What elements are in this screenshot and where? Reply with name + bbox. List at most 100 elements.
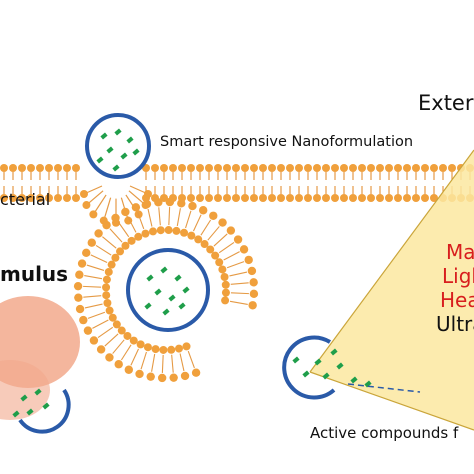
lipid-head xyxy=(249,278,258,287)
lipid-head xyxy=(121,241,130,250)
lipid-head xyxy=(160,164,168,172)
lipid-head xyxy=(196,164,204,172)
lipid-head xyxy=(149,227,158,236)
lipid-head xyxy=(385,194,393,202)
lipid-head xyxy=(221,288,230,297)
lipid-head xyxy=(89,210,98,219)
lipid-head xyxy=(340,164,348,172)
lipid-head xyxy=(385,164,393,172)
lipid-head xyxy=(9,194,17,202)
lipid-head xyxy=(421,164,429,172)
lipid-head xyxy=(102,220,111,230)
lipid-head xyxy=(223,164,231,172)
lipid-head xyxy=(218,265,227,274)
lipid-head xyxy=(331,194,339,202)
lipid-head xyxy=(36,164,44,172)
lipid-head xyxy=(215,258,224,267)
drug-particle xyxy=(162,308,170,316)
lipid-head xyxy=(187,194,195,202)
lipid-head xyxy=(232,194,240,202)
stimulus-label: mulus xyxy=(0,262,69,286)
lipid-head xyxy=(322,164,330,172)
lipid-head xyxy=(403,164,411,172)
lipid-head xyxy=(89,336,99,345)
lipid-head xyxy=(218,218,227,227)
lipid-head xyxy=(448,164,456,172)
lipid-head xyxy=(187,231,196,240)
lipid-head xyxy=(313,164,321,172)
lipid-head xyxy=(169,164,177,172)
drug-particle xyxy=(168,294,176,302)
lipid-head xyxy=(135,369,144,379)
lipid-head xyxy=(129,336,138,345)
stimulus-magnetic: Ma xyxy=(446,240,474,264)
lipid-head xyxy=(206,245,215,254)
lipid-head xyxy=(221,296,230,305)
drug-particle xyxy=(154,288,162,296)
lipid-head xyxy=(94,229,103,238)
smart-nanoformulation-label: Smart responsive Nanoformulation xyxy=(160,134,414,150)
lipid-head xyxy=(116,247,125,256)
lipid-head xyxy=(72,194,80,202)
lipid-head xyxy=(182,342,191,351)
lipid-head xyxy=(226,226,236,235)
lipid-head xyxy=(268,164,276,172)
lipid-head xyxy=(220,273,229,282)
lipid-head xyxy=(9,164,17,172)
lipid-head xyxy=(430,164,438,172)
drug-particle xyxy=(146,274,154,282)
circular-liposome xyxy=(73,197,259,383)
lipid-head xyxy=(77,259,87,268)
lipid-head xyxy=(421,194,429,202)
lipid-head xyxy=(232,164,240,172)
lipid-head xyxy=(107,260,116,269)
lipid-head xyxy=(331,164,339,172)
stimulus-light: Ligh xyxy=(442,264,474,288)
lipid-head xyxy=(322,194,330,202)
lipid-head xyxy=(117,326,126,335)
drug-particle xyxy=(132,148,140,156)
lipid-head xyxy=(340,194,348,202)
drug-particle xyxy=(144,302,152,310)
lipid-head xyxy=(75,270,84,279)
lipid-head xyxy=(295,194,303,202)
lipid-head xyxy=(349,194,357,202)
lipid-head xyxy=(75,304,85,314)
lipid-head xyxy=(102,291,111,300)
lipid-head xyxy=(439,164,447,172)
drug-particle xyxy=(178,302,186,310)
lipid-head xyxy=(367,194,375,202)
lipid-head xyxy=(247,266,257,276)
release-arrow xyxy=(347,383,421,393)
lipid-head xyxy=(169,373,178,382)
lipid-head xyxy=(358,164,366,172)
lipid-head xyxy=(121,207,130,217)
lipid-head xyxy=(102,283,111,292)
lipid-head xyxy=(259,164,267,172)
lipid-head xyxy=(211,251,220,260)
lipid-head xyxy=(178,164,186,172)
bacterial-label: cterial xyxy=(0,190,51,209)
lipid-head xyxy=(111,253,120,262)
lipid-head xyxy=(223,194,231,202)
lipid-head xyxy=(27,194,35,202)
lipid-head xyxy=(250,194,258,202)
lipid-head xyxy=(36,194,44,202)
lipid-head xyxy=(277,164,285,172)
lipid-head xyxy=(124,365,134,374)
drug-particle xyxy=(100,132,108,140)
lipid-head xyxy=(105,306,114,315)
lipid-head xyxy=(187,164,195,172)
lipid-head xyxy=(196,194,204,202)
lipid-head xyxy=(209,211,218,220)
lipid-head xyxy=(188,201,197,211)
lipid-head xyxy=(141,229,150,238)
drug-particle xyxy=(114,128,122,136)
lipid-head xyxy=(191,368,201,377)
lipid-head xyxy=(73,281,83,291)
drug-particle xyxy=(12,410,20,418)
lipid-head xyxy=(304,194,312,202)
lipid-head xyxy=(156,226,165,235)
lipid-head xyxy=(221,280,230,289)
